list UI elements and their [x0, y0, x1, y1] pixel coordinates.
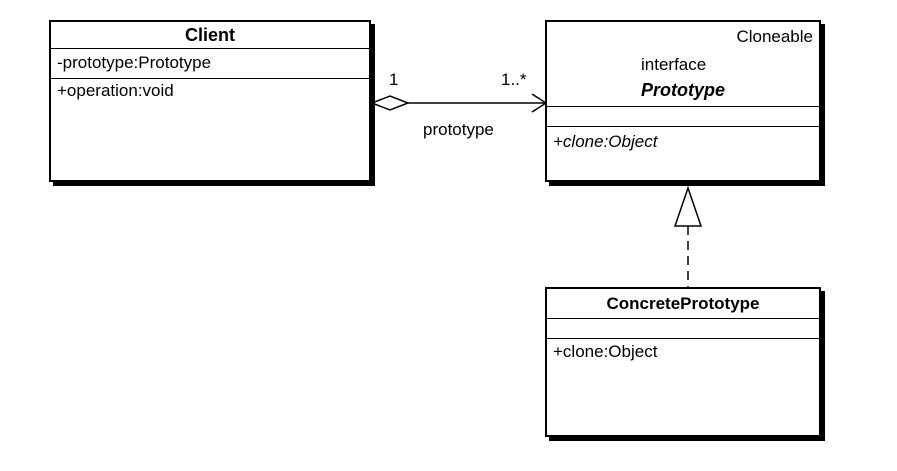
- client-operations: +operation:void: [51, 78, 369, 101]
- prototype-attributes: [547, 106, 819, 126]
- concrete-prototype-operation: +clone:Object: [553, 342, 658, 361]
- client-attribute: -prototype:Prototype: [57, 53, 212, 72]
- concrete-prototype-attributes: [547, 318, 819, 338]
- prototype-interface[interactable]: Cloneable interface Prototype +clone:Obj…: [545, 20, 821, 182]
- aggregation-diamond: [369, 95, 411, 111]
- prototype-stereotype-cloneable: Cloneable: [736, 27, 813, 46]
- concrete-prototype-operations: +clone:Object: [547, 338, 819, 362]
- realization-triangle: [673, 185, 703, 227]
- source-multiplicity-label: 1: [389, 70, 399, 89]
- client-operation: +operation:void: [57, 81, 174, 100]
- concrete-prototype-class-name: ConcretePrototype: [606, 294, 760, 313]
- prototype-header: Cloneable interface Prototype: [547, 22, 819, 106]
- association-role-label: prototype: [423, 120, 494, 139]
- prototype-operation: +clone:Object: [553, 132, 658, 151]
- prototype-class-name: Prototype: [640, 80, 725, 100]
- client-class-name: Client: [184, 25, 235, 45]
- prototype-operations: +clone:Object: [547, 126, 819, 152]
- target-multiplicity-label: 1..*: [501, 70, 527, 89]
- prototype-stereotype-interface: interface: [641, 55, 707, 74]
- client-class[interactable]: Client -prototype:Prototype +operation:v…: [49, 20, 371, 182]
- concrete-prototype-class[interactable]: ConcretePrototype +clone:Object: [545, 287, 821, 437]
- client-attributes: -prototype:Prototype: [51, 48, 369, 78]
